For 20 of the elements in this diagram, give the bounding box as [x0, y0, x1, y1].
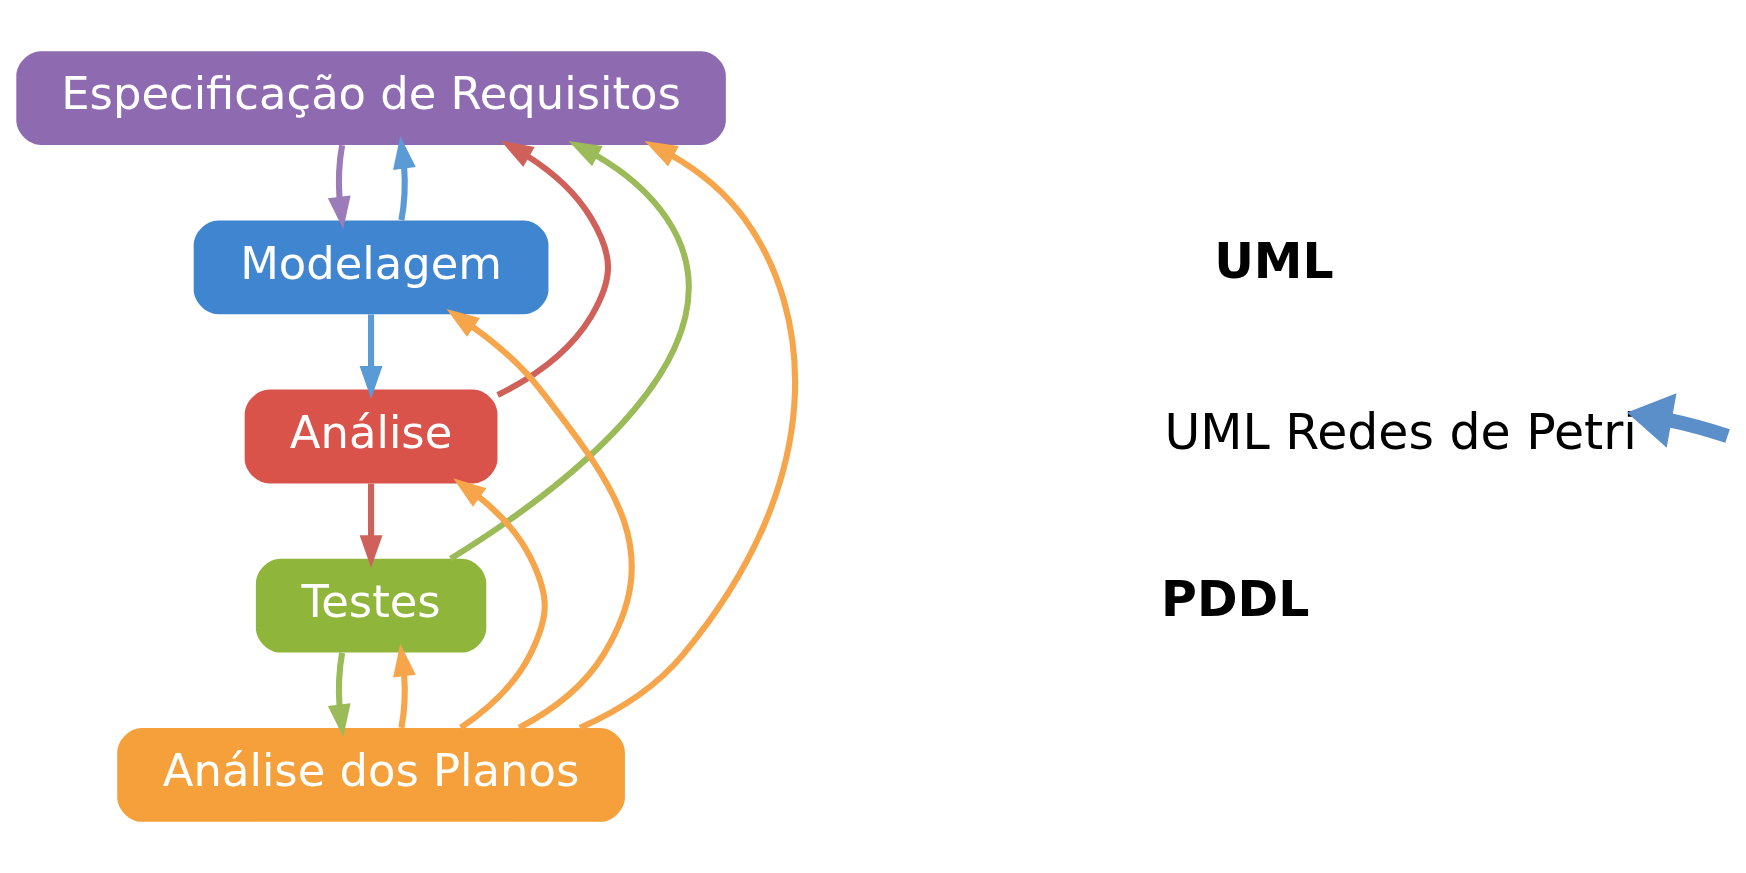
node-text: UML Redes de Petri [1164, 404, 1637, 462]
node-box: Testes [255, 558, 487, 653]
arrow [359, 483, 383, 568]
arrow [393, 643, 416, 729]
node-box: Modelagem [193, 220, 549, 315]
node-box: Análise dos Planos [117, 728, 625, 822]
arrow [393, 136, 416, 221]
arrow [496, 140, 611, 398]
arrow [1627, 393, 1730, 448]
node-box: Análise [244, 389, 498, 484]
arrow [359, 314, 383, 399]
arrow [327, 652, 351, 738]
arrow [578, 141, 798, 731]
arrow [446, 309, 635, 731]
arrow [448, 140, 692, 562]
arrow [453, 478, 548, 731]
arrow [327, 144, 351, 230]
label: PDDL [1161, 571, 1310, 629]
node-box: Especificação de Requisitos [16, 51, 726, 145]
label: UML [1214, 232, 1334, 290]
